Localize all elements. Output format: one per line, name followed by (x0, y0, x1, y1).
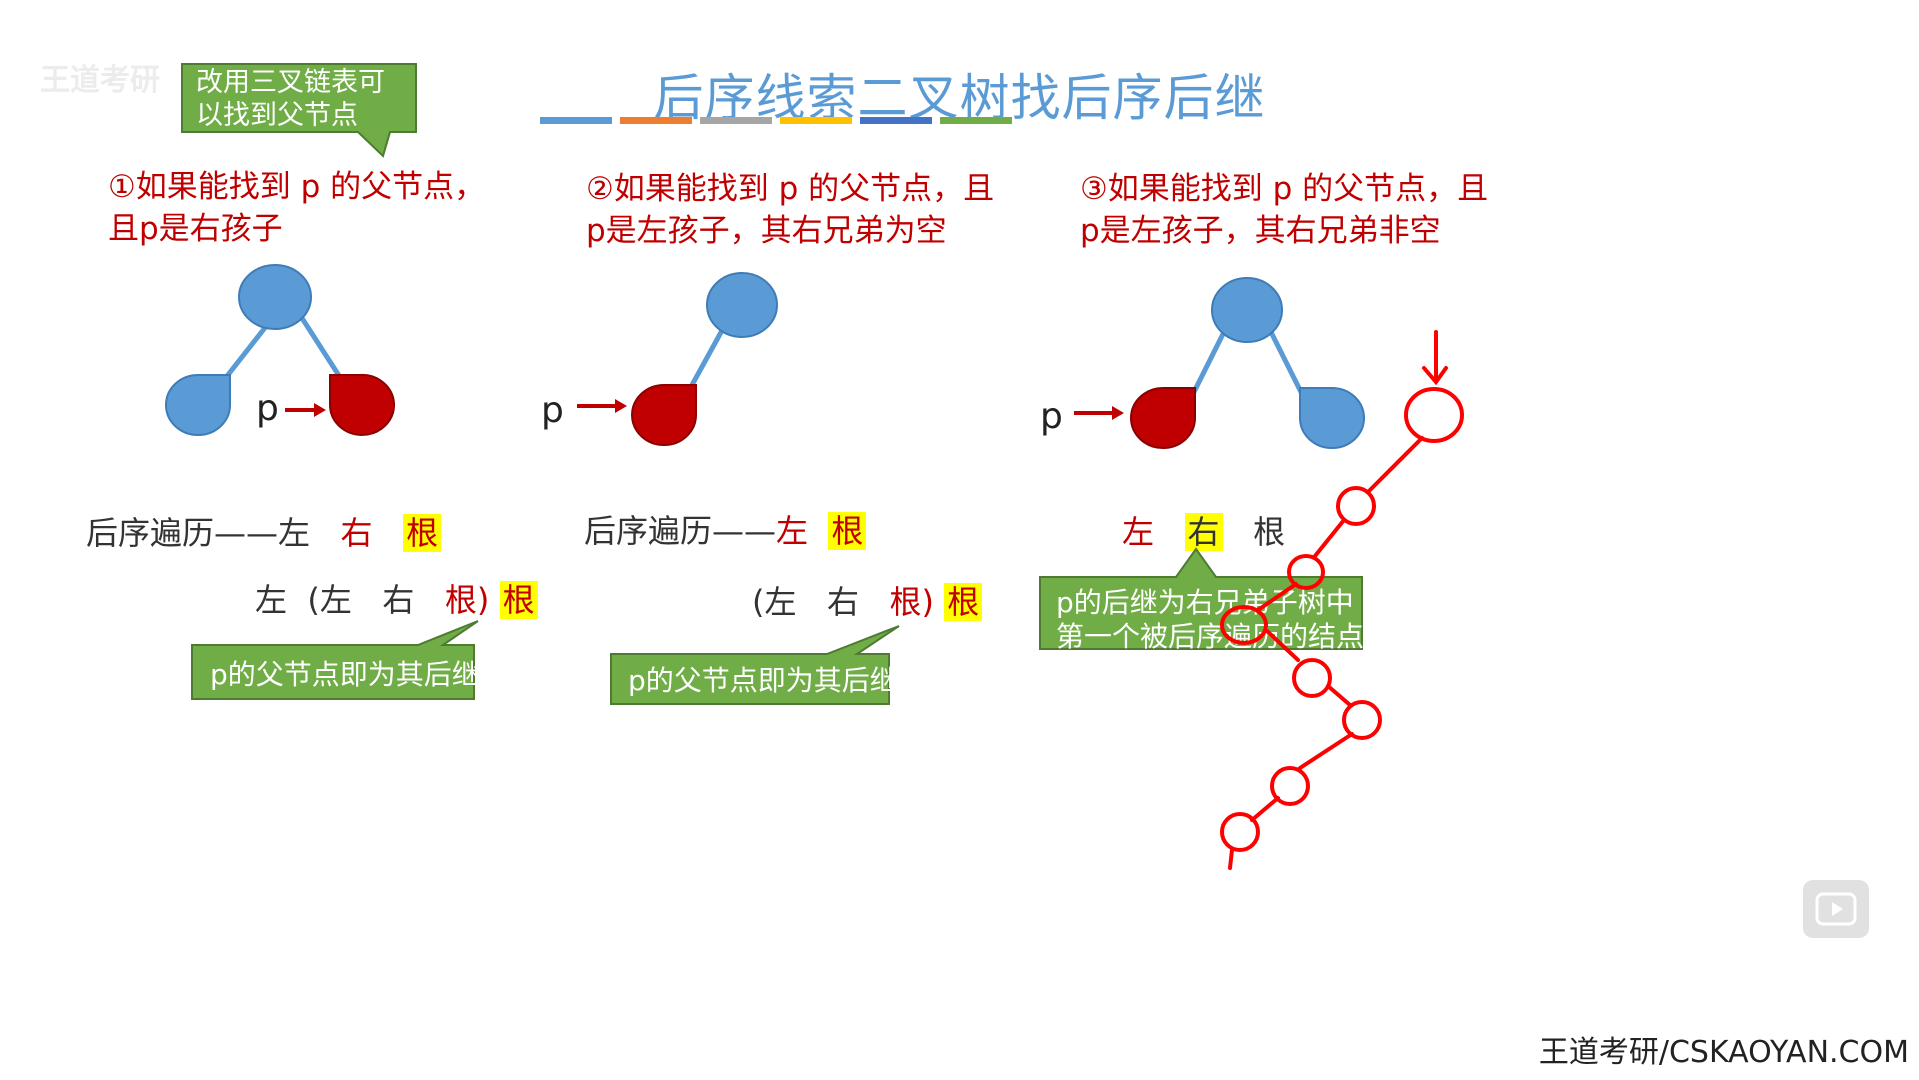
case1-condition: ①如果能找到 p 的父节点， 且p是右孩子 (108, 169, 486, 247)
case1-p-node (329, 373, 395, 436)
case2-p-node (631, 384, 697, 446)
triple-link-callout: 改用三叉链表可 以找到父节点 (196, 67, 385, 131)
case1-tree (165, 264, 395, 436)
case2-tree (631, 272, 778, 446)
case1-callout: p的父节点即为其后继 (210, 658, 480, 691)
case1-trav-root: 根 (403, 514, 442, 552)
case3-traversal: 左 右 根 (1122, 507, 1285, 553)
case3-p-node (1130, 387, 1196, 449)
case1-exp-left: 左 (255, 581, 288, 619)
case1-traversal: 后序遍历——左 右 根 (86, 508, 442, 554)
case3-trav-right: 右 (1184, 513, 1223, 551)
case2-parent-node (706, 272, 778, 338)
stripe-segment (540, 117, 612, 124)
case3-right-sibling-node (1299, 387, 1365, 449)
case3-p-arrow (1074, 406, 1124, 420)
case1-trav-right: 右 (340, 514, 373, 552)
case2-trav-root: 根 (828, 512, 867, 550)
case2-p-label: p (541, 390, 564, 431)
case1-exp-inner-root: 根) (444, 581, 490, 619)
annotation-circle (1220, 812, 1260, 852)
case1-trav-prefix: 后序遍历——左 (86, 514, 311, 552)
annotation-circle (1404, 387, 1464, 443)
case2-traversal: 后序遍历——左 根 (584, 506, 867, 552)
stripe-segment (940, 117, 1012, 124)
watermark-logo: 王道考研 (40, 63, 160, 98)
case3-p-label: p (1040, 396, 1063, 437)
case2-trav-prefix: 后序遍历—— (584, 512, 777, 550)
case1-expanded: 左 (左 右 根) 根 (255, 575, 538, 621)
case2-callout-shape (610, 625, 900, 705)
annotation-circle (1342, 700, 1382, 740)
case2-trav-left: 左 (776, 512, 809, 550)
stripe-segment (620, 117, 692, 124)
case1-exp-open: (左 (307, 581, 352, 619)
annotation-circle (1336, 486, 1376, 526)
stripe-segment (700, 117, 772, 124)
play-icon (1815, 892, 1857, 926)
case2-exp-inner-root: 根) (889, 583, 935, 621)
case3-callout: p的后继为右兄弟子树中 第一个被后序遍历的结点 (1056, 586, 1365, 653)
case3-condition: ③如果能找到 p 的父节点，且 p是左孩子，其右兄弟非空 (1080, 171, 1489, 249)
handdrawn-annotation (1220, 330, 1464, 870)
case2-exp-open: (左 (752, 583, 797, 621)
case3-root-node (1211, 277, 1283, 343)
case1-exp-root: 根 (499, 581, 538, 619)
case2-expanded: (左 右 根) 根 (752, 577, 983, 623)
annotation-circle (1287, 554, 1325, 590)
case2-p-arrow (577, 399, 627, 413)
stripe-segment (780, 117, 852, 124)
case3-trav-root: 根 (1253, 513, 1286, 551)
case2-exp-mid: 右 (827, 583, 860, 621)
play-button[interactable] (1803, 880, 1869, 938)
footer-website: 王道考研/CSKAOYAN.COM (1538, 1035, 1909, 1070)
case2-condition: ②如果能找到 p 的父节点，且 p是左孩子，其右兄弟为空 (586, 171, 995, 249)
case2-exp-root: 根 (944, 583, 983, 621)
annotation-circle (1270, 766, 1310, 806)
stripe-segment (860, 117, 932, 124)
annotation-circle (1220, 605, 1268, 645)
case2-callout: p的父节点即为其后继 (628, 664, 898, 697)
title-color-stripe (540, 117, 1012, 124)
case1-callout-shape (191, 620, 479, 700)
case3-tree (1130, 277, 1365, 449)
case1-left-node (165, 374, 231, 436)
case1-p-label: p (256, 388, 279, 429)
case3-trav-left: 左 (1122, 513, 1155, 551)
case1-exp-mid: 右 (382, 581, 415, 619)
triple-link-callout-shape (181, 63, 417, 158)
annotation-circle (1292, 658, 1332, 698)
case1-root-node (238, 264, 312, 330)
